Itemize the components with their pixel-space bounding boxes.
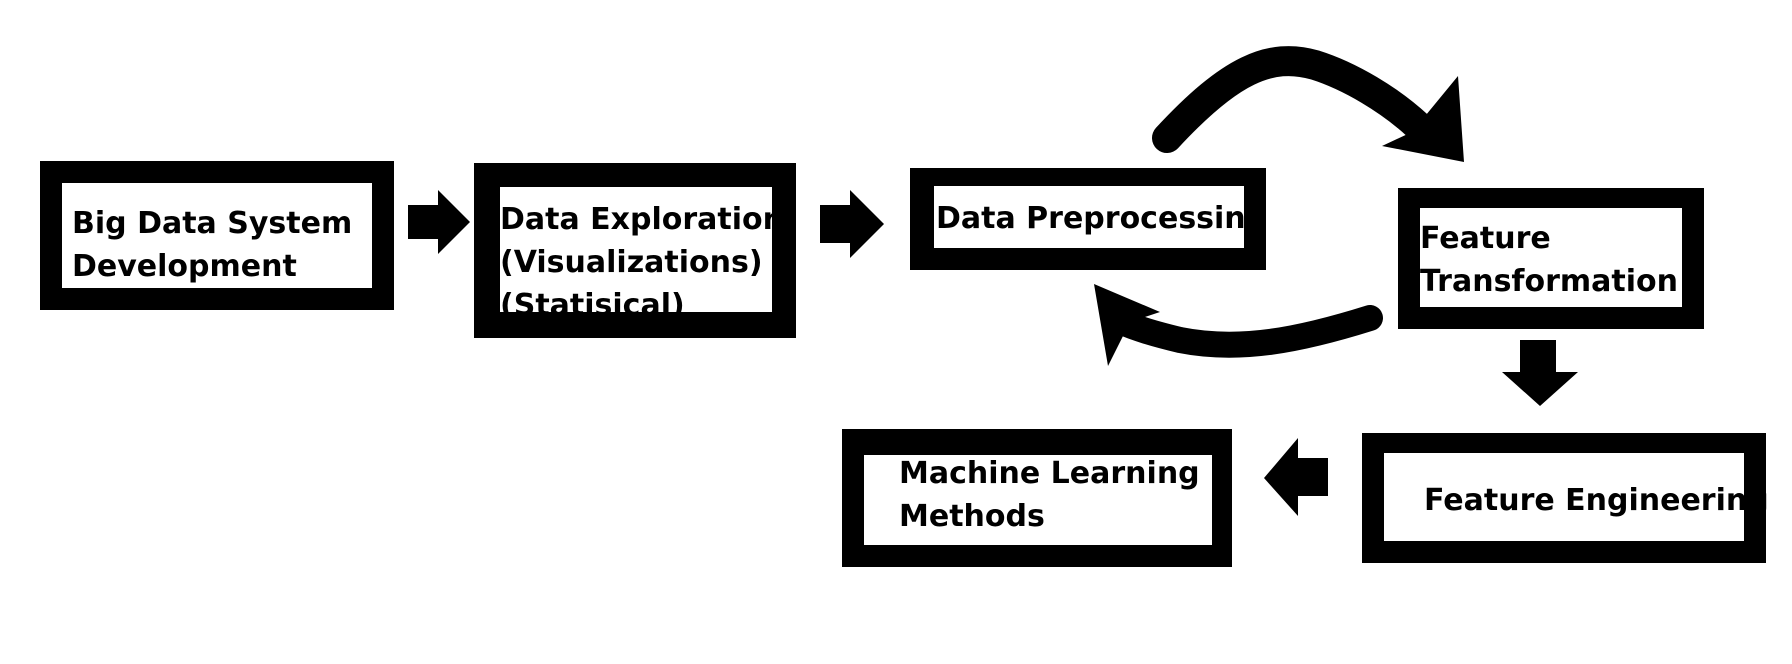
label-line: Methods [899,499,1045,534]
label-line: Development [72,249,297,284]
label-line: Data Preprocessing [936,201,1268,236]
arrow-preprocessing-to-transformation-head [1382,76,1464,162]
node-data-exploration: Data Exploration (Visualizations) (Stati… [474,163,796,338]
label-line: (Visualizations) [500,245,763,280]
arrow-engineering-to-ml [1264,438,1328,516]
node-feature-engineering: Feature Engineering [1362,433,1769,563]
arrow-transformation-to-preprocessing-head [1094,284,1160,366]
node-machine-learning-methods: Machine Learning Methods [842,429,1232,567]
label-line: (Statisical) [500,288,685,323]
label-line: Big Data System [72,206,353,241]
label-line: Data Exploration [500,202,785,237]
node-label: Big Data System Development [72,202,352,288]
node-label: Data Preprocessing [936,197,1267,240]
node-feature-transformation: Feature Transformation [1398,188,1704,329]
arrow-bigdata-to-exploration [408,190,470,254]
node-label: Feature Engineering [1424,479,1769,522]
arrow-transformation-to-engineering [1502,340,1578,406]
arrow-exploration-to-preprocessing [820,190,884,258]
node-label: Data Exploration (Visualizations) (Stati… [500,198,784,327]
label-line: Feature Engineering [1424,483,1769,518]
arrow-transformation-to-preprocessing [1109,305,1383,358]
label-line: Transformation [1420,264,1678,299]
node-label: Feature Transformation [1420,217,1678,303]
node-label: Machine Learning Methods [899,452,1200,538]
node-data-preprocessing: Data Preprocessing [910,168,1267,270]
label-line: Machine Learning [899,456,1200,491]
node-big-data-system-development: Big Data System Development [40,161,394,310]
label-line: Feature [1420,221,1551,256]
arrow-preprocessing-to-transformation [1152,46,1433,153]
